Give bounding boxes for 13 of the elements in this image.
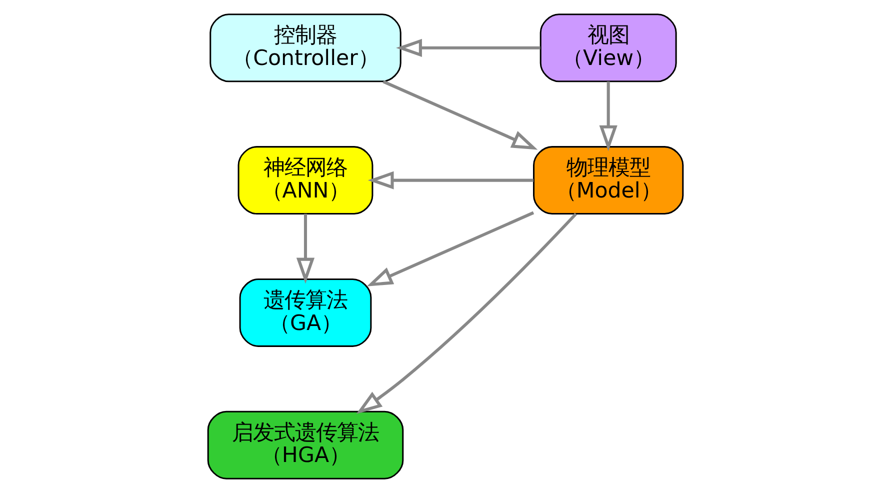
arrow [296, 214, 314, 284]
node-box: 物理模型 （Model） [532, 146, 684, 215]
arrow [382, 80, 538, 150]
arrow [366, 211, 534, 286]
node-box: 启发式遗传算法 （HGA） [206, 410, 404, 480]
arrow [367, 171, 533, 190]
node-box: 神经网络 （ANN） [237, 146, 373, 215]
arrow [396, 38, 540, 57]
node-box: 视图 （View） [539, 14, 676, 82]
node-box: 遗传算法 （GA） [238, 278, 372, 347]
node-box: 控制器 （Controller） [209, 14, 401, 82]
arrow [356, 212, 577, 414]
arrow [598, 81, 617, 152]
